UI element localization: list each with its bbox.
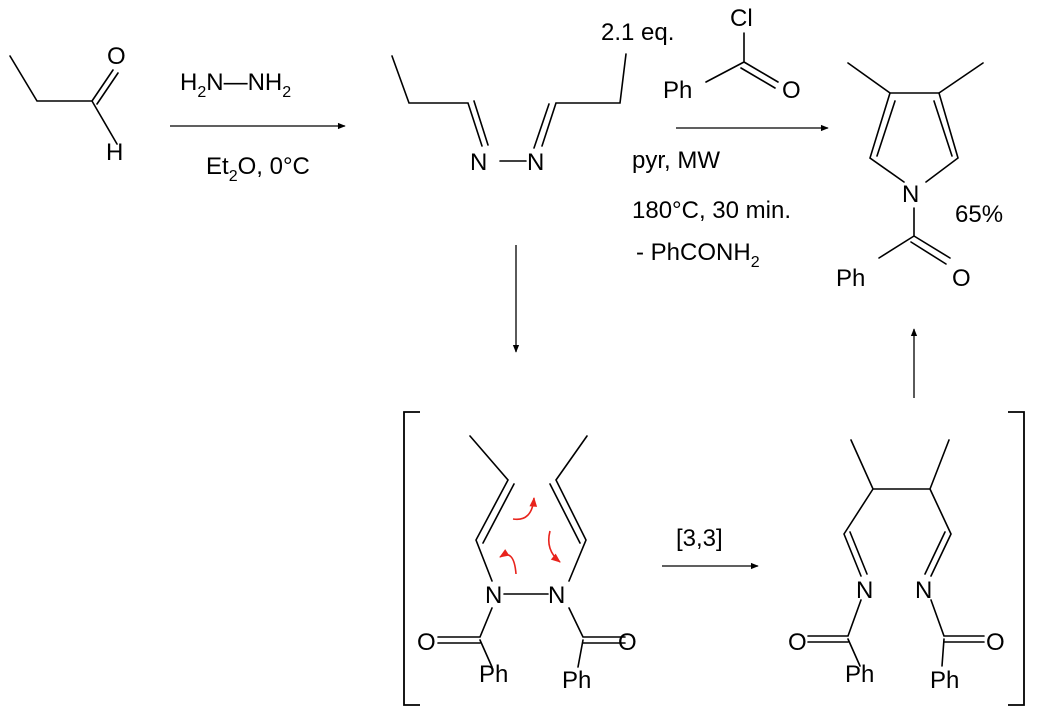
bracket-left [403,411,420,706]
diimine-bonds [807,439,985,667]
pyrrole-benzoyl-oxygen: O [952,265,971,292]
azine-nitrogen-right: N [527,149,544,176]
diimine-intermediate-structure: N N O O Ph Ph [788,439,1005,694]
dienamine-nitrogen-left: N [485,582,502,609]
sigmatropic-arrow-group: [3,3] [662,525,759,570]
pyrrole-benzoyl-bonds [878,207,951,265]
pyrrole-methyl-bonds [847,62,984,94]
acyl-chloride-bonds [705,32,779,89]
diimine-phenyl-right: Ph [930,667,959,694]
azine-nitrogen-left: N [470,149,487,176]
step2-condition-temperature: 180°C, 30 min. [632,197,791,224]
propanal-structure: O H [9,43,126,166]
acyl-chloride-oxygen: O [782,77,801,104]
dienamine-intermediate-structure: N N O O Ph Ph [417,435,637,694]
azine-bonds [391,53,627,162]
diimine-nitrogen-left: N [856,577,873,604]
bracket-right [1008,411,1025,706]
dienamine-phenyl-left: Ph [479,661,508,688]
pyrrole-nitrogen: N [902,181,919,208]
hydrazine-formula: H2N—NH2 [180,69,291,101]
curly-arrow-left [499,549,517,575]
propanal-hydrogen: H [106,139,123,166]
azine-structure: N N [391,53,627,176]
step1-arrow-group: H2N—NH2 Et2O, 0°C [170,69,346,185]
pyrrole-benzoyl-phenyl: Ph [836,265,865,292]
diimine-phenyl-left: Ph [845,661,874,688]
curly-arrow-right [547,530,561,563]
diimine-nitrogen-right: N [915,577,932,604]
dienamine-phenyl-right: Ph [562,667,591,694]
acyl-chloride-phenyl: Ph [663,77,692,104]
diimine-oxygen-left: O [788,629,807,656]
sigmatropic-label: [3,3] [676,525,723,552]
propanal-oxygen: O [107,43,126,70]
dienamine-oxygen-right: O [618,629,637,656]
step2-arrow-group: pyr, MW 180°C, 30 min. - PhCONH2 [632,124,829,271]
dienamine-bonds [437,435,626,668]
step1-conditions: Et2O, 0°C [206,153,310,185]
reagent-equivalents: 2.1 eq. [601,19,674,46]
product-yield: 65% [955,201,1003,228]
diimine-oxygen-right: O [986,629,1005,656]
acyl-chloride-chlorine: Cl [730,5,753,32]
propanal-bonds [9,55,119,145]
benzoyl-chloride-structure: 2.1 eq. Cl Ph O [601,5,801,104]
step2-condition-solvent: pyr, MW [632,147,720,174]
dienamine-nitrogen-right: N [548,582,565,609]
curly-arrow-upper [512,497,538,521]
step2-condition-byproduct: - PhCONH2 [636,239,760,271]
pyrrole-product-structure: N Ph O 65% [836,62,1003,292]
pyrrole-ring-bonds [869,92,959,183]
dienamine-oxygen-left: O [417,629,436,656]
